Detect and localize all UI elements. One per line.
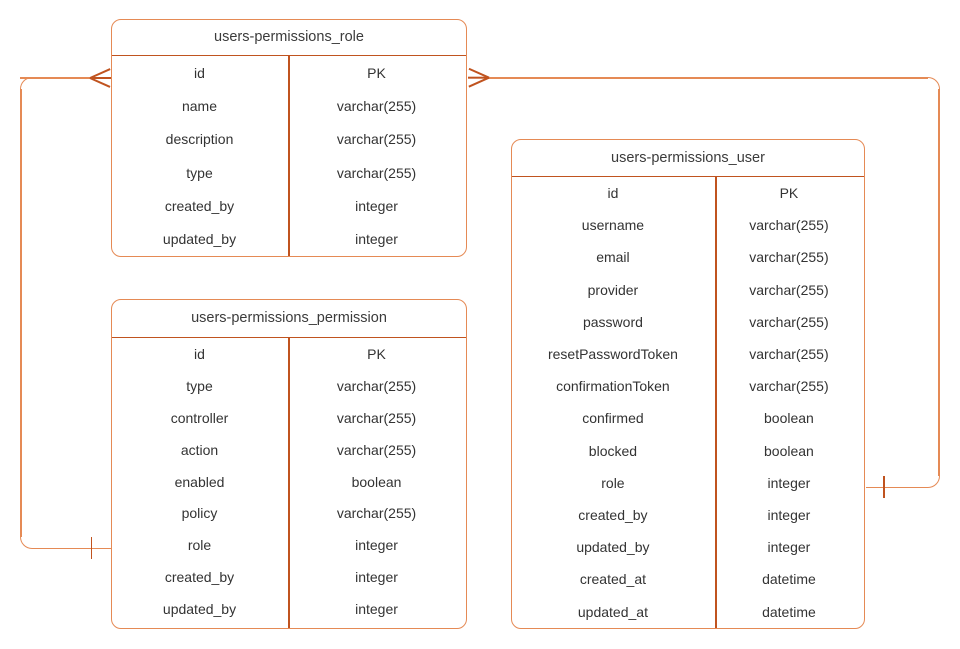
type-cell: varchar(255) xyxy=(336,97,417,114)
type-cell: integer xyxy=(767,506,811,523)
field-cell: confirmed xyxy=(582,410,644,427)
field-cell: role xyxy=(601,474,625,491)
type-cell: integer xyxy=(355,569,398,586)
type-cell: integer xyxy=(355,231,398,248)
field-cell: email xyxy=(596,249,630,266)
entity-type-column-role: PK varchar(255) varchar(255) varchar(255… xyxy=(287,56,466,256)
entity-field-column-role: id name description type created_by upda… xyxy=(112,56,287,256)
field-cell: updated_by xyxy=(162,601,237,618)
type-cell: PK xyxy=(367,345,386,362)
type-cell: varchar(255) xyxy=(336,441,417,458)
entity-body-role: id name description type created_by upda… xyxy=(112,56,466,256)
entity-users-permissions-permission[interactable]: users-permissions_permission id type con… xyxy=(111,299,467,629)
type-cell: varchar(255) xyxy=(336,409,417,426)
connector-role-permission-corner-topleft xyxy=(20,77,34,91)
field-cell: updated_by xyxy=(576,539,650,556)
field-cell: resetPasswordToken xyxy=(547,346,678,363)
field-cell: action xyxy=(180,441,219,458)
field-cell: username xyxy=(581,217,645,234)
type-cell: integer xyxy=(355,537,398,554)
entity-title-role: users-permissions_role xyxy=(112,20,466,56)
field-cell: description xyxy=(165,131,234,148)
cardinality-one-tick-user-role xyxy=(883,476,885,498)
field-cell: type xyxy=(186,377,213,394)
field-cell: created_at xyxy=(579,571,647,588)
connector-role-user-segment-bottom xyxy=(866,486,928,489)
type-cell: varchar(255) xyxy=(749,313,829,330)
field-cell: role xyxy=(187,537,212,554)
field-cell: id xyxy=(607,185,619,202)
type-cell: integer xyxy=(355,601,398,618)
field-cell: updated_at xyxy=(577,603,648,620)
type-cell: varchar(255) xyxy=(749,378,829,395)
entity-title-user: users-permissions_user xyxy=(512,140,864,177)
type-cell: boolean xyxy=(351,473,402,490)
type-cell: varchar(255) xyxy=(749,217,829,234)
type-cell: integer xyxy=(767,474,811,491)
type-cell: boolean xyxy=(764,410,814,427)
connector-role-user-segment-top xyxy=(488,77,928,79)
type-cell: varchar(255) xyxy=(336,131,417,148)
type-cell: varchar(255) xyxy=(336,377,417,394)
column-divider-permission xyxy=(288,338,290,628)
field-cell: controller xyxy=(170,409,229,426)
connector-role-permission-segment-top xyxy=(20,77,90,79)
field-cell: name xyxy=(181,97,218,114)
column-divider-role xyxy=(288,56,290,256)
connector-role-permission-segment-vertical xyxy=(20,89,22,537)
type-cell: datetime xyxy=(762,603,816,620)
field-cell: created_by xyxy=(164,569,235,586)
type-cell: datetime xyxy=(762,571,816,588)
entity-title-permission: users-permissions_permission xyxy=(112,300,466,338)
field-cell: policy xyxy=(181,505,218,522)
field-cell: confirmationToken xyxy=(556,378,670,395)
connector-role-user-corner-bottomright xyxy=(926,474,940,488)
column-divider-user xyxy=(715,177,717,628)
field-cell: updated_by xyxy=(162,231,237,248)
entity-users-permissions-user[interactable]: users-permissions_user id username email… xyxy=(511,139,865,629)
entity-field-column-user: id username email provider password rese… xyxy=(512,177,714,628)
type-cell: varchar(255) xyxy=(336,164,417,181)
field-cell: created_by xyxy=(578,506,648,523)
field-cell: blocked xyxy=(588,442,638,459)
field-cell: provider xyxy=(587,281,639,298)
type-cell: integer xyxy=(767,539,811,556)
cardinality-one-tick-permission-role xyxy=(90,537,93,559)
entity-body-user: id username email provider password rese… xyxy=(512,177,864,628)
entity-body-permission: id type controller action enabled policy… xyxy=(112,338,466,628)
entity-type-column-user: PK varchar(255) varchar(255) varchar(255… xyxy=(714,177,864,628)
field-cell: password xyxy=(582,313,643,330)
entity-users-permissions-role[interactable]: users-permissions_role id name descripti… xyxy=(111,19,467,257)
type-cell: PK xyxy=(367,64,386,81)
connector-role-user-segment-vertical xyxy=(938,89,940,476)
type-cell: varchar(255) xyxy=(749,281,829,298)
entity-field-column-permission: id type controller action enabled policy… xyxy=(112,338,287,628)
type-cell: PK xyxy=(779,185,799,202)
field-cell: type xyxy=(186,164,213,181)
type-cell: integer xyxy=(355,197,398,214)
entity-type-column-permission: PK varchar(255) varchar(255) varchar(255… xyxy=(287,338,466,628)
field-cell: id xyxy=(194,345,205,362)
type-cell: varchar(255) xyxy=(749,346,829,363)
type-cell: varchar(255) xyxy=(336,505,417,522)
type-cell: boolean xyxy=(764,442,814,459)
field-cell: enabled xyxy=(174,473,225,490)
field-cell: created_by xyxy=(164,197,235,214)
type-cell: varchar(255) xyxy=(749,249,829,266)
field-cell: id xyxy=(194,64,205,81)
connector-role-permission-segment-bottom xyxy=(32,547,112,550)
